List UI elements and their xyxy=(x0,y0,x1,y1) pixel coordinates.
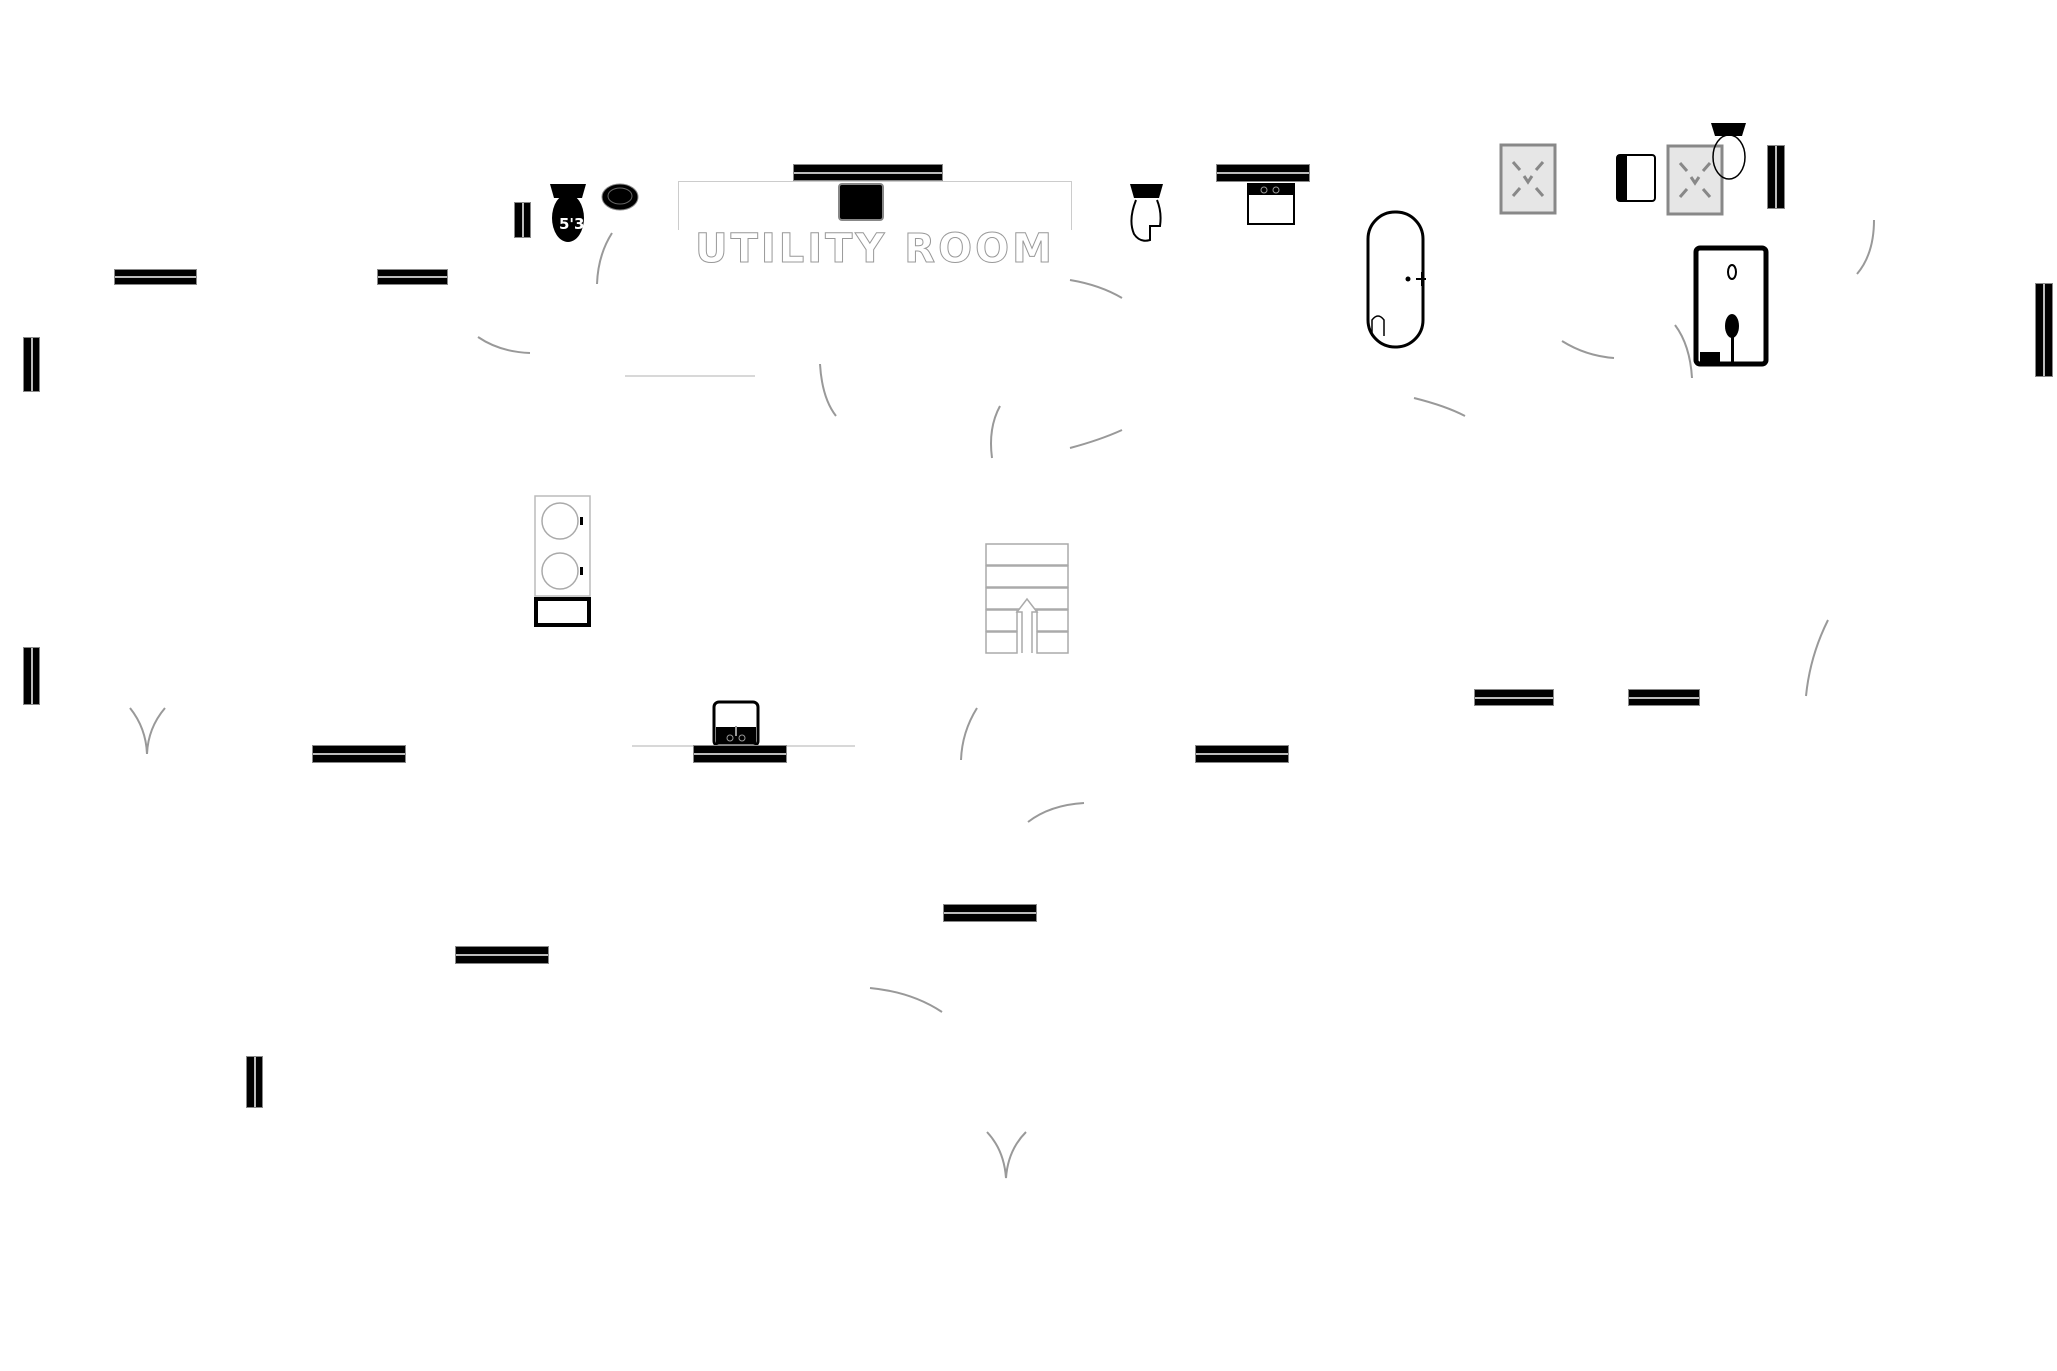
bathtub-rect xyxy=(1693,245,1769,367)
toilet-upper-right xyxy=(1711,123,1746,180)
washer-dryer xyxy=(534,495,591,627)
stair-arrow-icon xyxy=(1015,597,1039,653)
door-arc xyxy=(596,232,613,285)
door-arc xyxy=(1027,802,1085,823)
window xyxy=(793,164,943,181)
window xyxy=(312,745,406,763)
utility-room-label-box xyxy=(678,181,1072,230)
door-arc xyxy=(990,405,1001,459)
door-arc xyxy=(129,707,166,755)
window xyxy=(377,269,448,285)
window xyxy=(514,202,531,238)
window xyxy=(1767,145,1785,209)
door-arc xyxy=(1674,324,1693,379)
door-arc xyxy=(1561,340,1615,359)
window xyxy=(246,1056,263,1108)
utility-room-label-wrap: UTILITY ROOM xyxy=(678,0,1072,273)
toilet-upper-middle xyxy=(1130,184,1163,242)
shower-2 xyxy=(1666,144,1724,216)
door-arc xyxy=(1413,397,1466,417)
window xyxy=(1216,164,1310,182)
door-arc xyxy=(960,707,978,761)
door-arc xyxy=(1069,429,1123,449)
vanity-right xyxy=(1616,154,1656,202)
toilet-dimension-label: 5'3" xyxy=(559,215,593,233)
window xyxy=(1628,689,1700,706)
bottom-sink xyxy=(712,700,760,748)
dryer-drum xyxy=(541,552,579,590)
door-arc xyxy=(477,336,531,354)
tub-dimension-label: 1.80m xyxy=(1700,250,1750,266)
window xyxy=(2035,283,2053,377)
door-arc xyxy=(819,363,837,417)
basin-upper-left xyxy=(601,183,639,211)
toilet-upper-left xyxy=(550,184,586,242)
door-arcs xyxy=(129,219,1875,1179)
stairs xyxy=(985,543,1069,654)
door-arc xyxy=(1856,219,1875,275)
window xyxy=(693,745,787,763)
door-arc xyxy=(1805,619,1829,697)
window xyxy=(455,946,549,964)
room-label-utility: UTILITY ROOM xyxy=(695,226,1055,273)
washer-drum xyxy=(541,502,579,540)
interior-lines xyxy=(625,375,855,747)
window xyxy=(1195,745,1289,763)
door-arc xyxy=(986,1131,1027,1179)
window xyxy=(23,337,40,392)
window xyxy=(114,269,197,285)
bathtub-oval xyxy=(1366,210,1426,349)
door-arc xyxy=(1069,279,1123,299)
shower-1 xyxy=(1499,143,1557,215)
window xyxy=(943,904,1037,922)
window xyxy=(1474,689,1554,706)
window xyxy=(23,647,40,705)
utility-sink-overlay xyxy=(838,183,884,221)
utility-sink xyxy=(534,597,591,627)
vanity-upper-middle xyxy=(1247,183,1295,225)
door-arc xyxy=(869,987,943,1013)
